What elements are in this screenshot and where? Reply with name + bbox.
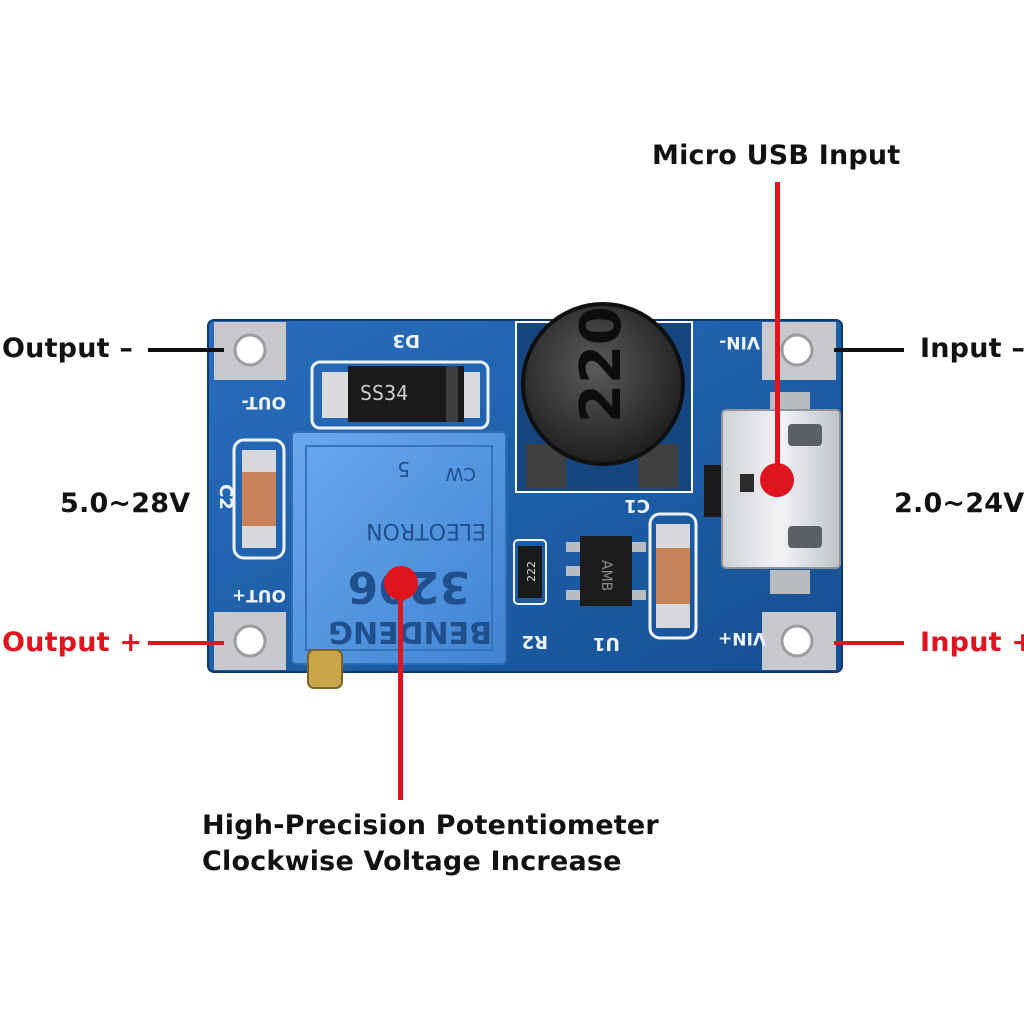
output-minus-line (148, 348, 224, 352)
resistor-value: 222 (525, 561, 538, 582)
pot-screw (307, 649, 343, 689)
input-plus-line (834, 641, 904, 645)
pad-out-plus (214, 612, 286, 670)
silk-vin-plus: VIN+ (718, 628, 766, 648)
micro-usb-input-label: Micro USB Input (652, 140, 901, 171)
potentiometer-pointer-line (398, 580, 403, 800)
cap-c2-label: C2 (215, 484, 236, 510)
resistor-r2 (518, 546, 542, 598)
potentiometer-label-line1: High-Precision Potentiometer (202, 810, 659, 841)
silk-out-minus: OUT- (242, 392, 286, 412)
output-minus-label: Output – (2, 333, 134, 364)
pot-cw: CW (445, 463, 476, 484)
pot-series: ELEOTRON (366, 518, 486, 543)
pad-vin-plus (762, 612, 836, 670)
output-plus-line (148, 641, 224, 645)
input-plus-label: Input + (920, 627, 1024, 658)
ic-ref: U1 (593, 633, 620, 654)
resistor-ref: R2 (522, 631, 548, 652)
potentiometer-pointer-dot (384, 566, 418, 600)
pad-out-minus (214, 322, 286, 380)
pot-brand: BENDENG (328, 614, 492, 649)
micro-usb-pointer-dot (760, 463, 794, 497)
capacitor-c2 (242, 472, 276, 526)
pad-vin-minus (762, 322, 836, 380)
input-minus-line (834, 348, 904, 352)
diode-ref: D3 (393, 330, 420, 351)
inductor-value: 220 (569, 306, 634, 423)
input-minus-label: Input – (920, 333, 1024, 364)
ic-u1 (580, 536, 632, 606)
output-plus-label: Output + (2, 627, 143, 658)
diode-body (348, 366, 464, 422)
silk-vin-minus: VIN- (719, 332, 760, 352)
cap-c1-label: C1 (624, 495, 650, 516)
inductor (523, 304, 683, 464)
ic-marking: AMB (598, 560, 614, 591)
potentiometer-label-line2: Clockwise Voltage Increase (202, 846, 622, 877)
input-voltage-label: 2.0~24V (894, 488, 1024, 519)
silk-out-plus: OUT+ (232, 585, 286, 605)
output-voltage-label: 5.0~28V (60, 488, 191, 519)
diode-part: SS34 (360, 381, 408, 405)
micro-usb-pointer-line (775, 182, 780, 480)
pot-value: 5 (397, 457, 410, 481)
capacitor-c1 (656, 548, 690, 604)
